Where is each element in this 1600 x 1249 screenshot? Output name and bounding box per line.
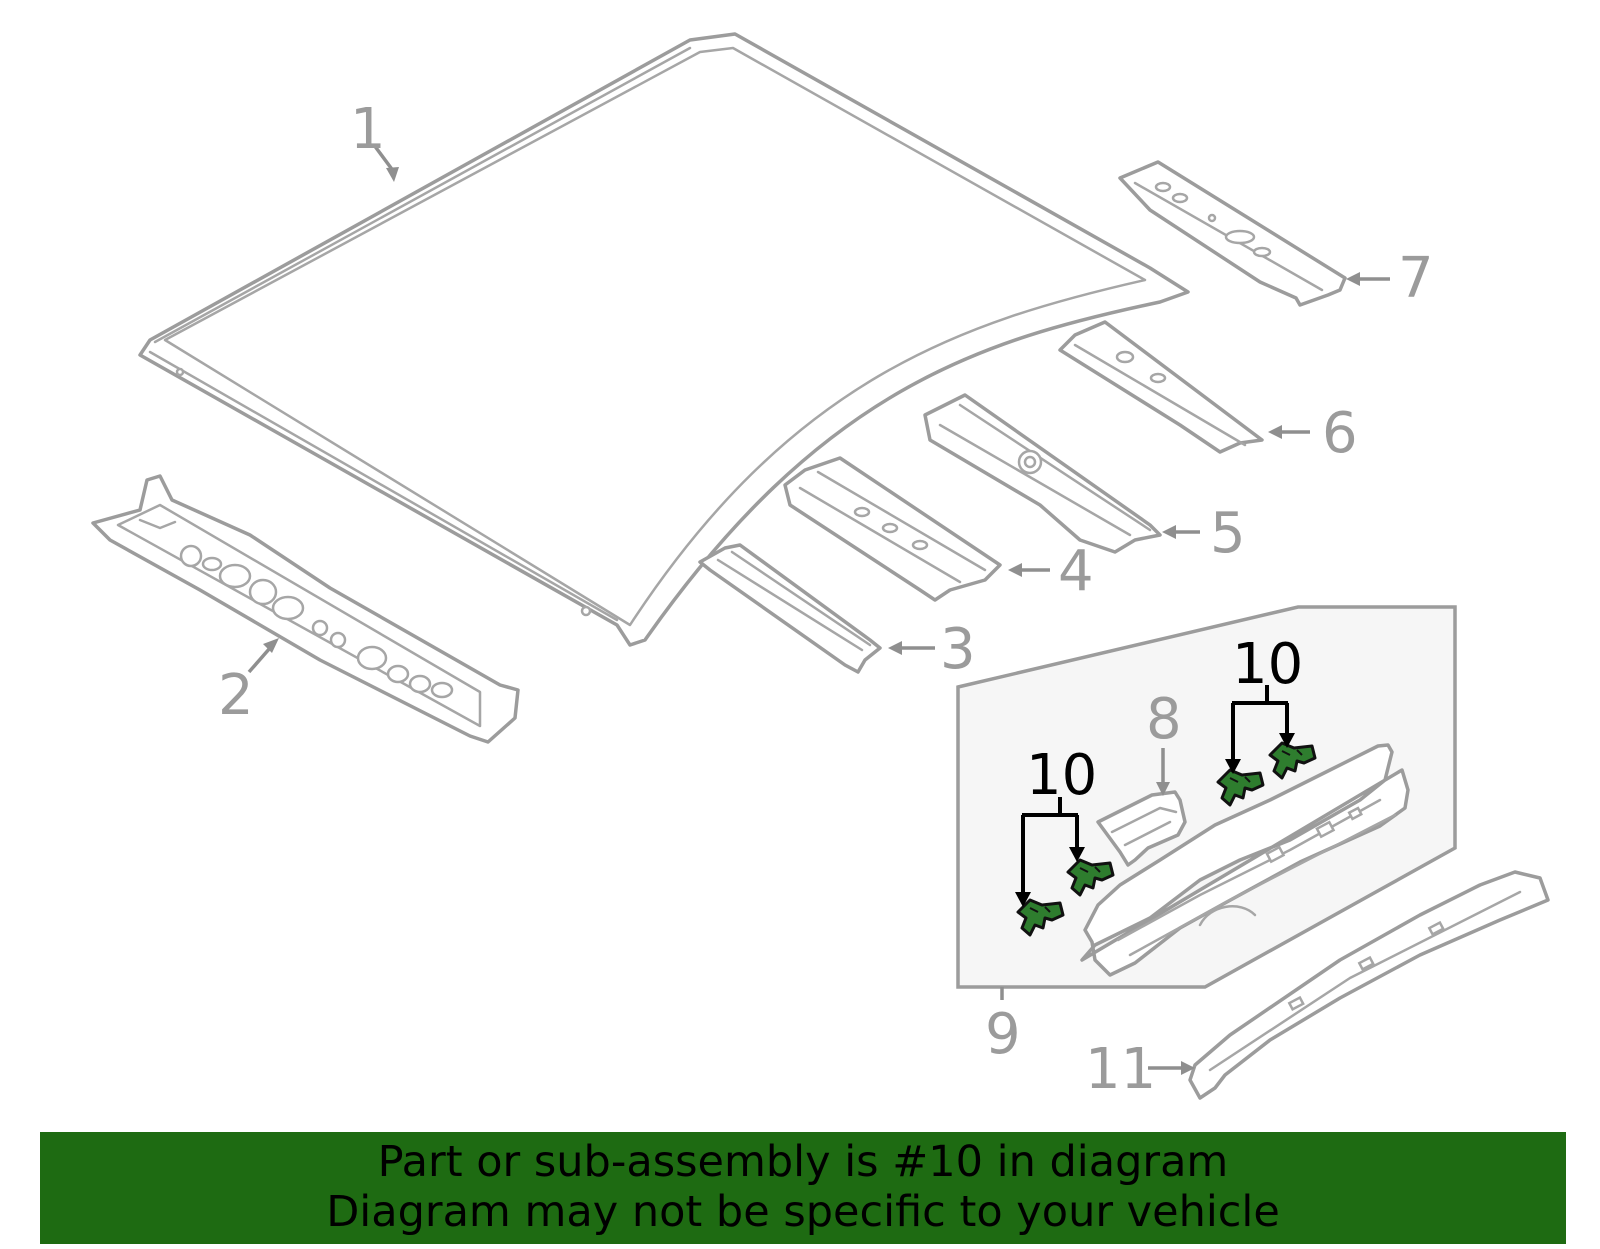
callout-9: 9	[985, 1002, 1021, 1067]
side-rail-11	[1188, 870, 1550, 1100]
info-banner: Part or sub-assembly is #10 in diagram D…	[40, 1132, 1566, 1244]
callout-10-right: 10	[1232, 632, 1303, 697]
side-rail-reinforcement	[1080, 743, 1410, 977]
roof-bow-3	[698, 543, 882, 674]
leader-lines	[247, 143, 1390, 1075]
banner-line-1: Part or sub-assembly is #10 in diagram	[377, 1137, 1229, 1187]
callout-10-leaders	[1015, 685, 1295, 907]
roof-bow-5	[923, 393, 1162, 554]
callout-10-left: 10	[1026, 743, 1097, 808]
callout-7: 7	[1398, 246, 1434, 311]
callout-3: 3	[940, 617, 976, 682]
roof-bow-4	[783, 456, 1002, 602]
clip-fastener-icon	[1268, 741, 1317, 780]
roof-bow-6	[1058, 320, 1264, 454]
callout-8: 8	[1146, 687, 1182, 752]
callout-1: 1	[350, 97, 386, 162]
callout-6: 6	[1322, 401, 1358, 466]
callout-4: 4	[1058, 539, 1094, 604]
clip-fastener-icon	[1066, 858, 1115, 897]
callout-11: 11	[1085, 1037, 1156, 1102]
bracket-8	[1096, 790, 1187, 867]
rear-header-panel	[1118, 160, 1347, 307]
clip-fastener-icon	[1216, 768, 1265, 807]
front-header-panel	[91, 474, 520, 744]
callout-5: 5	[1210, 501, 1246, 566]
roof-panel	[138, 32, 1190, 647]
clip-fastener-icon	[1016, 898, 1065, 937]
callout-2: 2	[218, 663, 254, 728]
banner-line-2: Diagram may not be specific to your vehi…	[326, 1187, 1280, 1237]
